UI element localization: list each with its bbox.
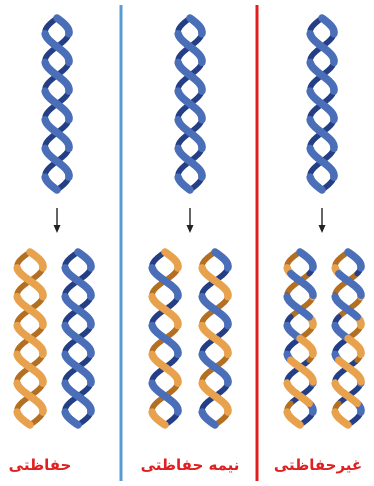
helix-segment <box>322 47 324 48</box>
helix-segment <box>57 75 59 76</box>
daughter-helix-dispersive-left <box>287 252 313 425</box>
helix-segment <box>322 75 324 76</box>
helix-segment <box>165 281 167 282</box>
helix-segment <box>78 367 80 368</box>
helix-segment <box>300 281 302 282</box>
helix-segment <box>30 252 32 253</box>
helix-segment <box>300 396 302 397</box>
parent-helix-dispersive <box>310 18 334 190</box>
helix-segment <box>30 281 32 282</box>
helix-segment <box>322 18 324 19</box>
daughter-helix-conservative-left <box>17 252 43 425</box>
label-dispersive: غیرحفاظتی <box>274 456 362 474</box>
parent-helix-conservative <box>45 18 69 190</box>
helix-segment <box>78 396 80 397</box>
helix-segment <box>348 310 350 311</box>
daughter-helix-semiconservative-left <box>152 252 178 425</box>
helix-segment <box>300 310 302 311</box>
helix-segment <box>215 367 217 368</box>
helix-segment <box>320 189 322 190</box>
helix-segment <box>190 161 192 162</box>
helix-segment <box>163 424 165 425</box>
helix-segment <box>213 424 215 425</box>
helix-segment <box>28 424 30 425</box>
helix-segment <box>30 310 32 311</box>
helix-segment <box>348 252 350 253</box>
helix-segment <box>348 396 350 397</box>
label-semiconservative: نیمه حفاظتی <box>141 456 240 474</box>
daughter-helix-dispersive-right <box>335 252 361 425</box>
helix-segment <box>55 189 57 190</box>
helix-segment <box>57 161 59 162</box>
helix-segment <box>165 310 167 311</box>
helix-segment <box>190 75 192 76</box>
arrow-dispersive <box>319 208 326 233</box>
helix-segment <box>190 18 192 19</box>
parent-helix-semiconservative <box>178 18 202 190</box>
helix-segment <box>30 367 32 368</box>
helix-segment <box>215 396 217 397</box>
daughter-helix-semiconservative-right <box>202 252 228 425</box>
helix-segment <box>215 339 217 340</box>
arrow-semiconservative <box>187 208 194 233</box>
helix-segment <box>78 281 80 282</box>
helix-segment <box>348 281 350 282</box>
label-conservative: حفاظتی <box>9 456 72 474</box>
helix-segment <box>30 339 32 340</box>
arrow-conservative <box>54 208 61 233</box>
helix-segment <box>298 424 300 425</box>
helix-segment <box>30 396 32 397</box>
helix-segment <box>165 396 167 397</box>
helix-segment <box>190 133 192 134</box>
helix-segment <box>165 339 167 340</box>
helix-segment <box>57 133 59 134</box>
helix-segment <box>188 189 190 190</box>
helix-segment <box>57 104 59 105</box>
helix-segment <box>300 252 302 253</box>
helix-segment <box>348 339 350 340</box>
helix-segment <box>78 252 80 253</box>
helix-segment <box>165 252 167 253</box>
helix-segment <box>215 252 217 253</box>
helix-segment <box>190 104 192 105</box>
helix-segment <box>300 367 302 368</box>
helix-segment <box>300 339 302 340</box>
helix-segment <box>322 161 324 162</box>
helix-segment <box>78 339 80 340</box>
helix-segment <box>76 424 78 425</box>
helix-segment <box>322 133 324 134</box>
helix-segment <box>165 367 167 368</box>
helix-segment <box>190 47 192 48</box>
daughter-helix-conservative-right <box>65 252 91 425</box>
helix-segment <box>215 310 217 311</box>
helix-segment <box>57 18 59 19</box>
helix-segment <box>346 424 348 425</box>
helix-segment <box>57 47 59 48</box>
helix-segment <box>348 367 350 368</box>
helix-segment <box>215 281 217 282</box>
helix-segment <box>322 104 324 105</box>
helix-segment <box>78 310 80 311</box>
